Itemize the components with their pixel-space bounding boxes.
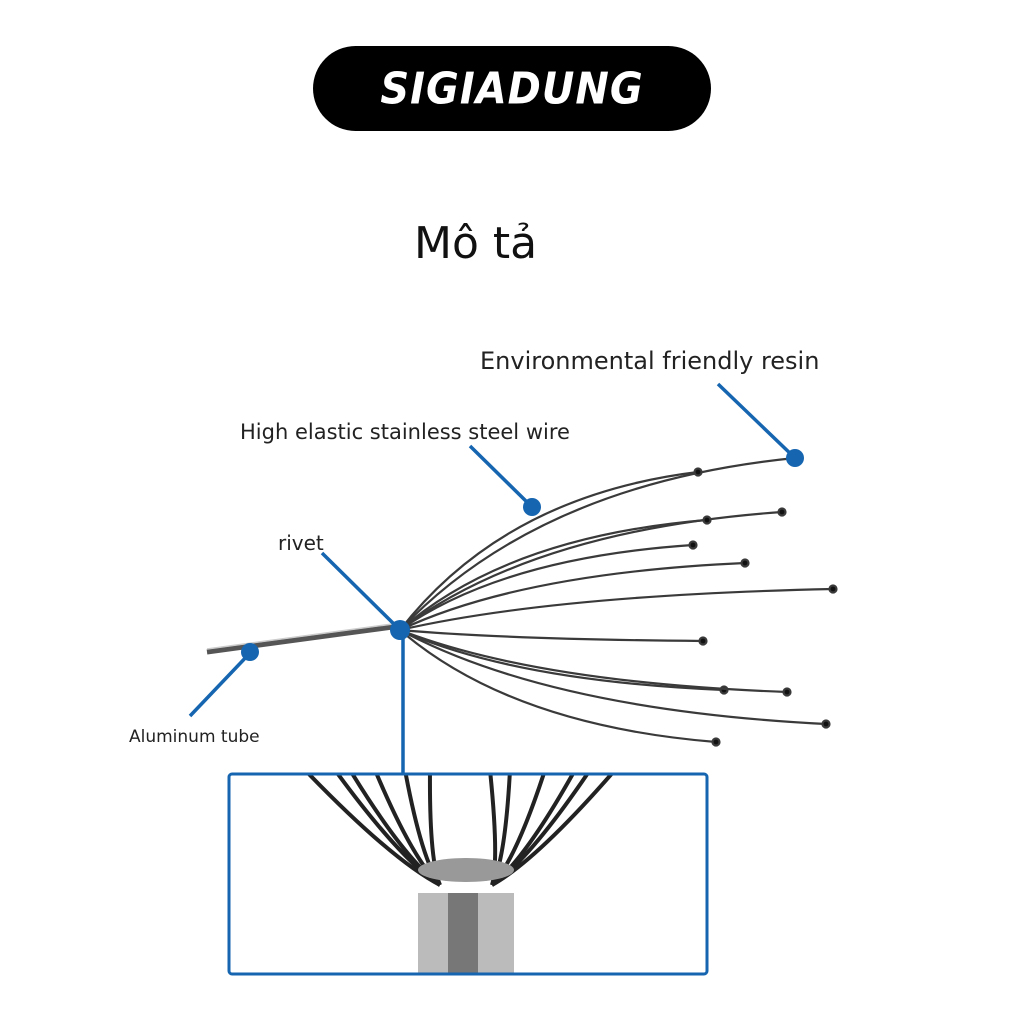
wire (399, 628, 725, 692)
tube-dot (241, 643, 259, 661)
label-rivet: rivet (278, 531, 324, 555)
wire-tip (693, 467, 703, 477)
inset-wire (491, 774, 615, 887)
steel-wires (399, 453, 838, 747)
brand-logo: SIGIADUNG (313, 46, 711, 131)
label-resin: Environmental friendly resin (480, 347, 820, 375)
detail-inset (227, 772, 709, 976)
wire-tip (711, 737, 721, 747)
logo-text: SIGIADUNG (380, 63, 644, 114)
detail-frame (227, 772, 709, 976)
wire-tip (688, 540, 698, 550)
wire (399, 587, 834, 632)
wire-tip (702, 515, 712, 525)
rivet-closeup (418, 858, 514, 882)
wire (399, 456, 796, 631)
resin-dot (786, 449, 804, 467)
tube-leader (188, 651, 252, 718)
rivet-dot (390, 620, 410, 640)
wire (399, 510, 783, 631)
wire (399, 543, 694, 631)
aluminum-tube (206, 623, 401, 655)
wire-tip (821, 719, 831, 729)
wire-tip (828, 584, 838, 594)
wire (399, 470, 699, 631)
wire-tip (740, 558, 750, 568)
resin-leader (716, 382, 797, 460)
label-wire: High elastic stainless steel wire (240, 420, 570, 444)
wire-dot (523, 498, 541, 516)
wire-leader (468, 444, 534, 509)
wire-tip (698, 636, 708, 646)
wire (399, 561, 746, 631)
wire (399, 518, 708, 631)
label-tube: Aluminum tube (129, 727, 260, 747)
wire-tip (782, 687, 792, 697)
wire (399, 628, 704, 643)
wire (399, 629, 827, 726)
wire-tip (777, 507, 787, 517)
wire (399, 628, 788, 694)
rivet-leader (320, 551, 402, 632)
wire (399, 629, 717, 744)
page-title: Mô tả (414, 218, 538, 269)
